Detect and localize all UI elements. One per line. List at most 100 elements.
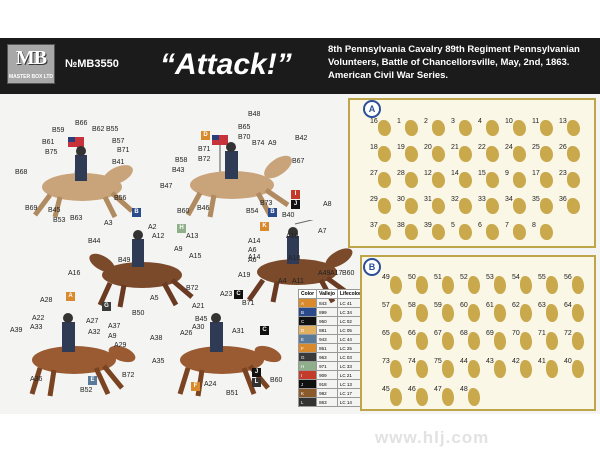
color-code-box: G bbox=[102, 302, 111, 311]
master-box-logo: MB MASTER BOX LTD bbox=[7, 44, 55, 84]
sprue-part bbox=[459, 120, 472, 136]
figure-part-label: A7 bbox=[318, 228, 327, 235]
sprue-part-number: 48 bbox=[460, 386, 468, 393]
sprue-part-number: 23 bbox=[559, 170, 567, 177]
legend-color-key: A bbox=[297, 298, 318, 308]
sprue-part-number: 22 bbox=[478, 144, 486, 151]
sprue-part-number: 59 bbox=[434, 302, 442, 309]
figure-part-label: A4 bbox=[278, 278, 287, 285]
legend-color-key: H bbox=[297, 361, 318, 371]
sprue-part bbox=[405, 224, 418, 240]
sprue-part bbox=[442, 276, 454, 294]
sprue-part bbox=[459, 198, 472, 214]
sprue-part-number: 47 bbox=[434, 386, 442, 393]
color-code-box: B bbox=[132, 208, 141, 217]
legend-vallejo-code: 909 bbox=[316, 370, 338, 380]
sprue-part bbox=[572, 332, 584, 350]
sprue-part bbox=[432, 198, 445, 214]
sprue-part bbox=[468, 332, 480, 350]
sprue-part bbox=[378, 224, 391, 240]
figure-part-label: A9 bbox=[108, 333, 117, 340]
figure-part-label: B52 bbox=[80, 387, 93, 394]
color-code-box: F bbox=[191, 382, 200, 391]
sprue-part bbox=[520, 276, 532, 294]
sprue-part-number: 1 bbox=[397, 118, 401, 125]
legend-vallejo-code: 918 bbox=[316, 379, 338, 389]
sprue-part-number: 8 bbox=[532, 222, 536, 229]
sprue-part bbox=[442, 360, 454, 378]
sprue-part bbox=[513, 146, 526, 162]
figure-part-label: A11 bbox=[292, 278, 304, 285]
legend-header-color: Color bbox=[297, 289, 318, 299]
sprue-part bbox=[494, 304, 506, 322]
sprue-part bbox=[546, 304, 558, 322]
sprue-part bbox=[520, 332, 532, 350]
horse-rider-figure-4 bbox=[246, 220, 353, 304]
figure-part-label: A17 bbox=[330, 270, 343, 277]
sprue-part bbox=[486, 198, 499, 214]
color-code-box: J bbox=[291, 200, 300, 209]
sprue-part bbox=[390, 276, 402, 294]
figure-part-label: A9 bbox=[268, 140, 277, 147]
legend-color-key: E bbox=[297, 334, 318, 344]
sprue-part bbox=[567, 198, 580, 214]
figure-part-label: B55 bbox=[106, 126, 119, 133]
sprue-part-number: 44 bbox=[460, 358, 468, 365]
sprue-part-number: 32 bbox=[451, 196, 459, 203]
legend-vallejo-code: 971 bbox=[316, 361, 338, 371]
color-code-box: D bbox=[201, 131, 210, 140]
legend-color-key: G bbox=[297, 352, 318, 362]
sprue-part-number: 17 bbox=[532, 170, 540, 177]
sprue-part-number: 26 bbox=[559, 144, 567, 151]
figure-part-label: B49 bbox=[118, 257, 131, 264]
sprue-part-number: 35 bbox=[532, 196, 540, 203]
figure-part-label: B62 bbox=[92, 126, 105, 133]
sprue-part bbox=[432, 224, 445, 240]
figure-part-label: A29 bbox=[114, 342, 127, 349]
sprue-part bbox=[486, 120, 499, 136]
sprue-part-number: 38 bbox=[397, 222, 405, 229]
sprue-part-number: 54 bbox=[512, 274, 520, 281]
sprue-part-number: 13 bbox=[559, 118, 567, 125]
sprue-part bbox=[459, 172, 472, 188]
sprue-part-number: 20 bbox=[424, 144, 432, 151]
sprue-part bbox=[572, 276, 584, 294]
sprue-part-number: 19 bbox=[397, 144, 405, 151]
sprue-part bbox=[486, 224, 499, 240]
color-code-box: E bbox=[88, 376, 97, 385]
sprue-part bbox=[546, 276, 558, 294]
color-code-box: K bbox=[260, 222, 269, 231]
sprue-part-number: 24 bbox=[505, 144, 513, 151]
figure-part-label: A27 bbox=[86, 318, 99, 325]
legend-vallejo-code: 863 bbox=[316, 397, 338, 407]
sprue-part-number: 36 bbox=[559, 196, 567, 203]
figure-part-label: A32 bbox=[88, 329, 101, 336]
sprue-part bbox=[513, 120, 526, 136]
figure-part-label: B69 bbox=[25, 205, 38, 212]
sprue-part-number: 3 bbox=[451, 118, 455, 125]
sprue-part-number: 49 bbox=[382, 274, 390, 281]
figure-part-label: A15 bbox=[189, 253, 202, 260]
figure-part-label: A22 bbox=[32, 315, 45, 322]
product-code: №MB3550 bbox=[65, 58, 119, 70]
sprue-part bbox=[567, 120, 580, 136]
legend-vallejo-code: 881 bbox=[316, 325, 338, 335]
horse-rider-figure-1 bbox=[33, 137, 134, 219]
sprue-part bbox=[494, 360, 506, 378]
sprue-part-number: 27 bbox=[370, 170, 378, 177]
logo-mark: MB bbox=[15, 47, 47, 69]
sprue-part bbox=[468, 360, 480, 378]
sprue-part bbox=[540, 146, 553, 162]
sprue-part bbox=[390, 360, 402, 378]
sprue-part bbox=[390, 304, 402, 322]
sprue-part-number: 56 bbox=[564, 274, 572, 281]
watermark: www.hlj.com bbox=[375, 428, 490, 447]
figure-part-label: B53 bbox=[53, 217, 66, 224]
sprue-part-number: 5 bbox=[451, 222, 455, 229]
sprue-part bbox=[567, 172, 580, 188]
sprue-part-number: 31 bbox=[424, 196, 432, 203]
figure-part-label: B58 bbox=[175, 157, 188, 164]
sprue-part-number: 29 bbox=[370, 196, 378, 203]
